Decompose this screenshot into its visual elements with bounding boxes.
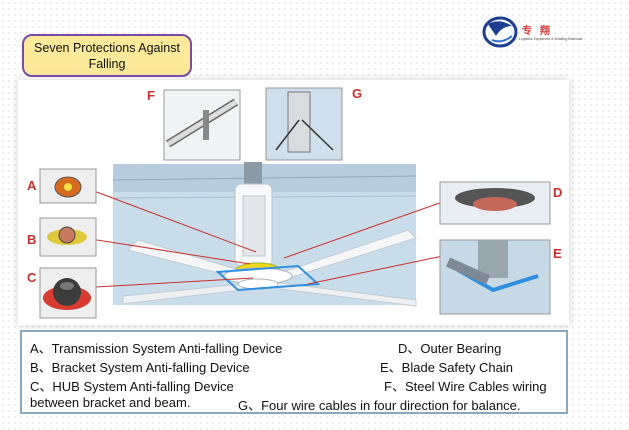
caption-f-continued: between bracket and beam. xyxy=(30,395,191,410)
caption-d: D、Outer Bearing xyxy=(398,341,502,356)
caption-g: G、Four wire cables in four direction for… xyxy=(238,398,521,413)
caption-c: C、HUB System Anti-falling Device xyxy=(30,379,234,394)
pointer-line-e xyxy=(307,255,444,285)
slide-title-line1: Seven Protections Against xyxy=(34,41,180,55)
logo-text: 专翔 xyxy=(522,26,558,37)
caption-b: B、Bracket System Anti-falling Device xyxy=(30,360,250,375)
caption-e: E、Blade Safety Chain xyxy=(380,360,513,375)
label-c: C xyxy=(27,270,37,285)
diagram-frame: A B C D E F G xyxy=(18,80,569,325)
caption-a: A、Transmission System Anti-falling Devic… xyxy=(30,341,283,356)
company-logo-icon xyxy=(482,16,518,48)
blade-safety-cable xyxy=(215,264,321,292)
mount-bracket xyxy=(244,162,262,184)
label-b: B xyxy=(27,232,37,247)
label-f: F xyxy=(147,88,155,103)
label-g: G xyxy=(352,86,363,101)
caption-box: A、Transmission System Anti-falling Devic… xyxy=(20,330,568,414)
pointer-line-a xyxy=(77,184,257,253)
pointer-line-b xyxy=(77,236,251,265)
fan-diagram xyxy=(39,87,551,319)
pointer-line-d xyxy=(283,199,449,259)
pointer-line-c xyxy=(77,277,254,289)
label-d: D xyxy=(553,185,563,200)
slide-title-box: Seven Protections Against Falling xyxy=(22,34,192,77)
slide-title-line2: Falling xyxy=(88,57,126,71)
caption-f: F、Steel Wire Cables wiring xyxy=(384,379,547,394)
logo-subtitle: Logistics Equipment & Building Materials xyxy=(519,37,583,41)
label-e: E xyxy=(553,246,562,261)
label-a: A xyxy=(27,178,37,193)
